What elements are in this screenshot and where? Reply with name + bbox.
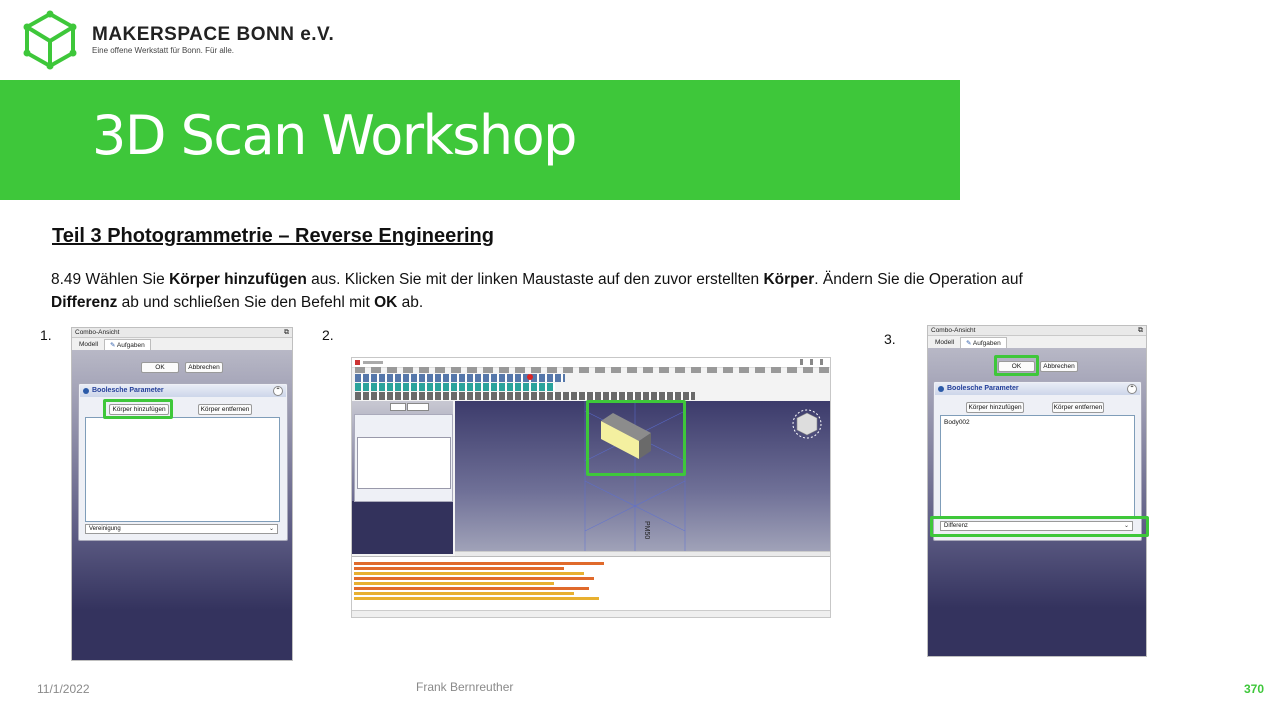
freecad-window-screenshot: PM50	[351, 357, 831, 618]
brand-tagline: Eine offene Werkstatt für Bonn. Für alle…	[92, 46, 234, 55]
window-title	[363, 361, 383, 364]
document-tabs[interactable]	[455, 551, 830, 557]
mini-body-list	[357, 437, 451, 489]
step-label-3: 3.	[884, 331, 896, 347]
report-line	[354, 572, 584, 575]
cancel-button[interactable]: Abbrechen	[1040, 361, 1078, 372]
instr-bold: Körper hinzufügen	[169, 271, 307, 288]
group-title: Boolesche Parameter	[947, 385, 1019, 392]
instr-part: ab.	[397, 294, 424, 311]
combo-view-mini	[352, 401, 453, 554]
body-list[interactable]: Body002	[940, 415, 1135, 517]
instr-part: . Ändern Sie die Operation auf	[814, 271, 1023, 288]
instr-part: Wählen Sie	[81, 271, 170, 288]
panel-header-label: Combo-Ansicht	[931, 327, 976, 334]
add-body-button[interactable]: Körper hinzufügen	[109, 404, 169, 415]
panel-header: Combo-Ansicht ⧉	[72, 328, 292, 338]
chevron-down-icon: ⌄	[1123, 523, 1129, 529]
combo-view-panel-3: Combo-Ansicht ⧉ Modell ✎ Aufgaben OK Abbr…	[927, 325, 1147, 657]
toolbar-row-2[interactable]	[355, 383, 555, 391]
ok-button[interactable]: OK	[998, 361, 1035, 372]
operation-select[interactable]: Differenz ⌄	[940, 521, 1133, 531]
highlight-operation-select	[930, 516, 1149, 537]
remove-body-button[interactable]: Körper entfernen	[1052, 402, 1104, 413]
chevron-down-icon: ⌄	[268, 526, 274, 532]
instr-bold: Differenz	[51, 294, 118, 311]
tab-model[interactable]: Modell	[935, 339, 955, 346]
boolean-icon	[938, 386, 944, 392]
boolean-parameters-header: Boolesche Parameter ⌃	[935, 383, 1140, 395]
operation-value: Differenz	[944, 523, 968, 529]
app-icon	[355, 360, 360, 365]
tab-model[interactable]: Modell	[79, 341, 99, 348]
brand-name: MAKERSPACE BONN e.V.	[92, 24, 335, 45]
report-line	[354, 597, 599, 600]
tab-tasks[interactable]: ✎ Aufgaben	[104, 339, 151, 350]
report-line	[354, 582, 554, 585]
makerspace-logo-icon	[23, 10, 77, 70]
boolean-icon	[83, 388, 89, 394]
ok-button[interactable]: OK	[141, 362, 179, 373]
float-icon[interactable]: ⧉	[284, 329, 289, 336]
highlight-body-selection	[586, 400, 686, 476]
collapse-icon[interactable]: ⌃	[273, 386, 283, 396]
body-list[interactable]	[85, 417, 280, 522]
remove-body-button[interactable]: Körper entfernen	[198, 404, 252, 415]
title-banner	[0, 80, 960, 200]
status-bar	[352, 610, 830, 617]
tasks-tab-icon: ✎	[966, 340, 972, 347]
window-controls[interactable]	[800, 359, 826, 365]
footer-date: 11/1/2022	[37, 682, 90, 696]
panel-header-label: Combo-Ansicht	[75, 329, 120, 336]
report-line	[354, 587, 589, 590]
tab-tasks-label: Aufgaben	[116, 342, 145, 349]
instr-part: aus. Klicken Sie mit der linken Maustast…	[306, 271, 764, 288]
report-line	[354, 562, 604, 565]
add-body-button[interactable]: Körper hinzufügen	[966, 402, 1024, 413]
combo-view-panel-1: Combo-Ansicht ⧉ Modell ✎ Aufgaben OK Abbr…	[71, 327, 293, 661]
report-line	[354, 577, 594, 580]
group-title: Boolesche Parameter	[92, 387, 164, 394]
boolean-parameters-header: Boolesche Parameter ⌃	[80, 385, 286, 397]
operation-value: Vereinigung	[89, 526, 121, 532]
page-number: 370	[1244, 682, 1265, 696]
instruction-text: 8.49 Wählen Sie Körper hinzufügen aus. K…	[51, 268, 1211, 314]
step-number: 8.49	[51, 271, 82, 288]
toolbar-row-3[interactable]	[355, 392, 695, 400]
report-line	[354, 592, 574, 595]
tab-tasks-label: Aufgaben	[972, 340, 1001, 347]
report-view	[352, 556, 830, 611]
step-label-1: 1.	[40, 327, 52, 343]
highlight-ok-button	[994, 355, 1039, 376]
record-icon[interactable]	[527, 374, 533, 380]
instr-bold: OK	[374, 294, 398, 311]
highlight-add-body	[103, 399, 173, 419]
svg-text:PM50: PM50	[643, 521, 650, 539]
mini-parameter-box	[354, 414, 453, 502]
mini-cancel-button[interactable]	[407, 403, 429, 411]
tasks-tab-icon: ✎	[110, 342, 116, 349]
footer-author: Frank Bernreuther	[416, 680, 514, 694]
slide-title: 3D Scan Workshop	[92, 104, 577, 167]
operation-select[interactable]: Vereinigung ⌄	[85, 524, 278, 534]
collapse-icon[interactable]: ⌃	[1127, 384, 1137, 394]
instr-part: ab und schließen Sie den Befehl mit	[117, 294, 375, 311]
menu-bar[interactable]	[352, 367, 830, 373]
toolbar-row-1[interactable]	[355, 374, 565, 382]
3d-viewport[interactable]: PM50	[455, 401, 830, 551]
panel-header: Combo-Ansicht ⧉	[928, 326, 1146, 336]
mini-ok-button[interactable]	[390, 403, 406, 411]
body-list-item[interactable]: Body002	[944, 419, 970, 426]
float-icon[interactable]: ⧉	[1138, 327, 1143, 334]
viewport-scene: PM50	[584, 401, 822, 551]
instr-bold: Körper	[763, 271, 815, 288]
tab-tasks[interactable]: ✎ Aufgaben	[960, 337, 1007, 348]
report-line	[354, 567, 564, 570]
step-label-2: 2.	[322, 327, 334, 343]
section-heading: Teil 3 Photogrammetrie – Reverse Enginee…	[52, 225, 494, 247]
cancel-button[interactable]: Abbrechen	[185, 362, 223, 373]
